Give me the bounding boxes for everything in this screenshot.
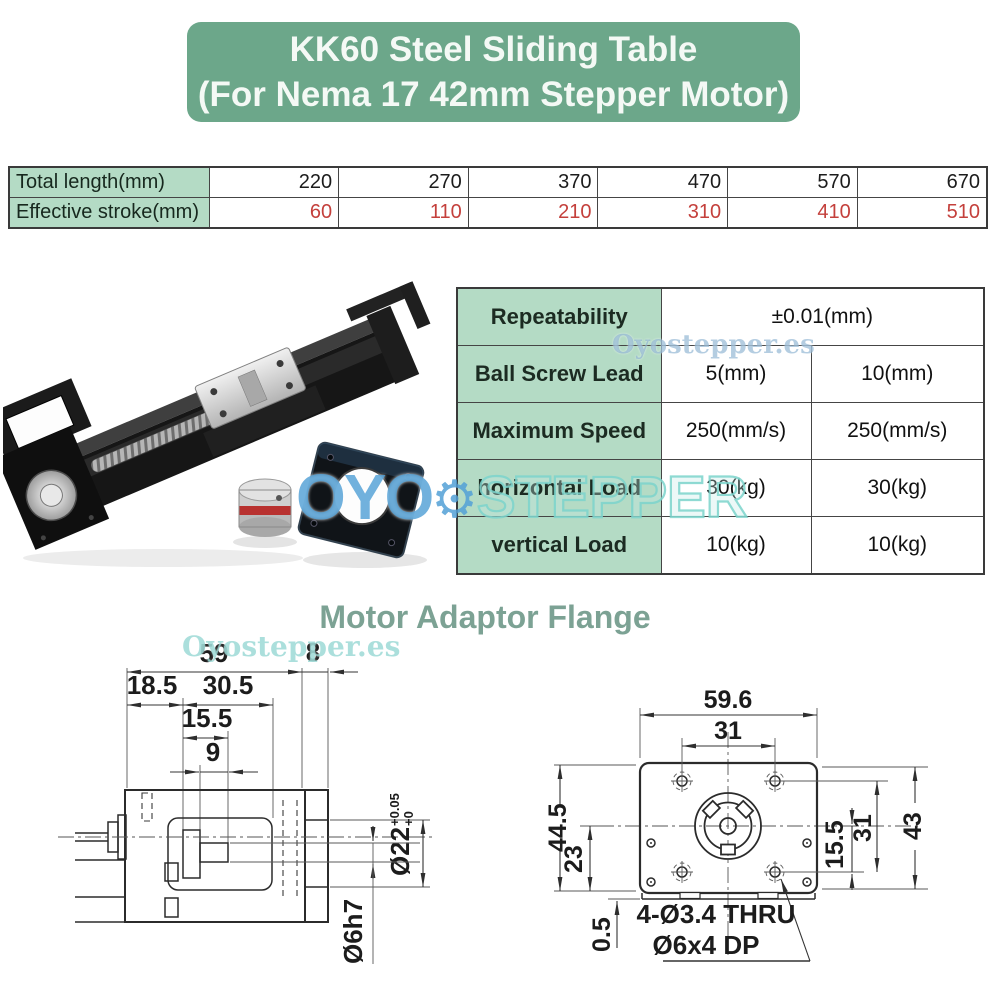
dim-8-label: 8 bbox=[306, 637, 320, 667]
dim-23-label: 23 bbox=[560, 845, 588, 873]
dim-59-6-label: 59.6 bbox=[704, 686, 753, 714]
spec-value: 30(kg) bbox=[810, 459, 985, 517]
spec-row-horizontal-load: horizontal Load 30(kg) 30(kg) bbox=[456, 459, 985, 517]
spec-label: Maximum Speed bbox=[456, 402, 662, 460]
svg-text:Ø22: Ø22 bbox=[385, 827, 415, 876]
mount-hole bbox=[671, 770, 786, 883]
length-cell: 470 bbox=[597, 166, 729, 198]
dim-15-5-label: 15.5 bbox=[182, 703, 233, 733]
spec-value: ±0.01(mm) bbox=[660, 287, 985, 346]
dim-0-5-label: 0.5 bbox=[588, 917, 616, 952]
dim-dia22-label: Ø22 +0.05 +0 bbox=[385, 793, 416, 876]
flange-front-view-drawing: 59.6 31 44.5 23 0.5 15.5 bbox=[544, 686, 928, 962]
length-cell: 570 bbox=[727, 166, 858, 198]
dim-31-right-label: 31 bbox=[849, 814, 877, 842]
shaft-coupling bbox=[238, 478, 292, 537]
svg-text:+0.05: +0.05 bbox=[387, 793, 402, 826]
product-photo bbox=[3, 281, 431, 568]
spec-label: Repeatability bbox=[456, 287, 662, 346]
title-line-2: (For Nema 17 42mm Stepper Motor) bbox=[197, 75, 790, 114]
row-label: Effective stroke(mm) bbox=[8, 197, 210, 229]
svg-text:43: 43 bbox=[899, 812, 927, 840]
svg-text:15.5: 15.5 bbox=[821, 820, 849, 869]
stroke-cell: 210 bbox=[467, 197, 599, 229]
spec-table: Repeatability ±0.01(mm) Ball Screw Lead … bbox=[456, 287, 985, 575]
spec-value: 30(kg) bbox=[660, 459, 812, 517]
total-length-row: Total length(mm) 220 270 370 470 570 670 bbox=[8, 166, 988, 198]
stroke-cell: 410 bbox=[727, 197, 858, 229]
stroke-cell: 110 bbox=[338, 197, 469, 229]
spec-row-repeatability: Repeatability ±0.01(mm) bbox=[456, 287, 985, 346]
svg-text:+0: +0 bbox=[401, 811, 416, 826]
spec-value: 250(mm/s) bbox=[660, 402, 812, 460]
dim-30-5-label: 30.5 bbox=[203, 670, 254, 700]
length-cell: 370 bbox=[467, 166, 599, 198]
dim-59-label: 59 bbox=[200, 638, 229, 668]
motor-flange-photo bbox=[297, 441, 425, 559]
dim-44-5-label: 44.5 bbox=[544, 803, 572, 852]
svg-text:31: 31 bbox=[849, 814, 877, 842]
length-cell: 270 bbox=[338, 166, 469, 198]
flange-side-section-drawing: 59 8 18.5 30.5 15.5 9 Ø22 +0.05 bbox=[58, 637, 432, 964]
spec-label: Ball Screw Lead bbox=[456, 345, 662, 403]
svg-text:Ø6h7: Ø6h7 bbox=[338, 899, 368, 964]
dim-9-label: 9 bbox=[206, 737, 220, 767]
spec-value: 10(kg) bbox=[660, 516, 812, 575]
hole-note-line1: 4-Ø3.4 THRU bbox=[637, 899, 796, 929]
spec-row-speed: Maximum Speed 250(mm/s) 250(mm/s) bbox=[456, 402, 985, 460]
length-table: Total length(mm) 220 270 370 470 570 670… bbox=[8, 166, 988, 229]
dim-31-top-label: 31 bbox=[714, 717, 742, 745]
spec-value: 250(mm/s) bbox=[810, 402, 985, 460]
svg-text:0.5: 0.5 bbox=[588, 917, 616, 952]
section-title: Motor Adaptor Flange bbox=[319, 599, 651, 635]
spec-row-lead: Ball Screw Lead 5(mm) 10(mm) bbox=[456, 345, 985, 403]
dim-43-label: 43 bbox=[899, 812, 927, 840]
title-banner: KK60 Steel Sliding Table (For Nema 17 42… bbox=[187, 22, 800, 122]
spec-row-vertical-load: vertical Load 10(kg) 10(kg) bbox=[456, 516, 985, 575]
row-label: Total length(mm) bbox=[8, 166, 210, 198]
dim-18-5-label: 18.5 bbox=[127, 670, 178, 700]
dim-dia6-label: Ø6h7 bbox=[338, 899, 368, 964]
stroke-cell: 510 bbox=[856, 197, 988, 229]
hole-note-line2: Ø6x4 DP bbox=[653, 930, 760, 960]
effective-stroke-row: Effective stroke(mm) 60 110 210 310 410 … bbox=[8, 197, 988, 229]
side-hole bbox=[646, 838, 812, 887]
length-cell: 220 bbox=[208, 166, 340, 198]
title-line-1: KK60 Steel Sliding Table bbox=[289, 30, 698, 69]
spec-value: 5(mm) bbox=[660, 345, 812, 403]
dim-15-5-right-label: 15.5 bbox=[821, 820, 849, 869]
stroke-cell: 310 bbox=[597, 197, 729, 229]
spec-label: vertical Load bbox=[456, 516, 662, 575]
svg-text:44.5: 44.5 bbox=[544, 803, 572, 852]
spec-value: 10(mm) bbox=[810, 345, 985, 403]
linear-rail bbox=[3, 281, 431, 550]
stroke-cell: 60 bbox=[208, 197, 340, 229]
spec-label: horizontal Load bbox=[456, 459, 662, 517]
svg-text:23: 23 bbox=[560, 845, 588, 873]
length-cell: 670 bbox=[856, 166, 988, 198]
spec-value: 10(kg) bbox=[810, 516, 985, 575]
